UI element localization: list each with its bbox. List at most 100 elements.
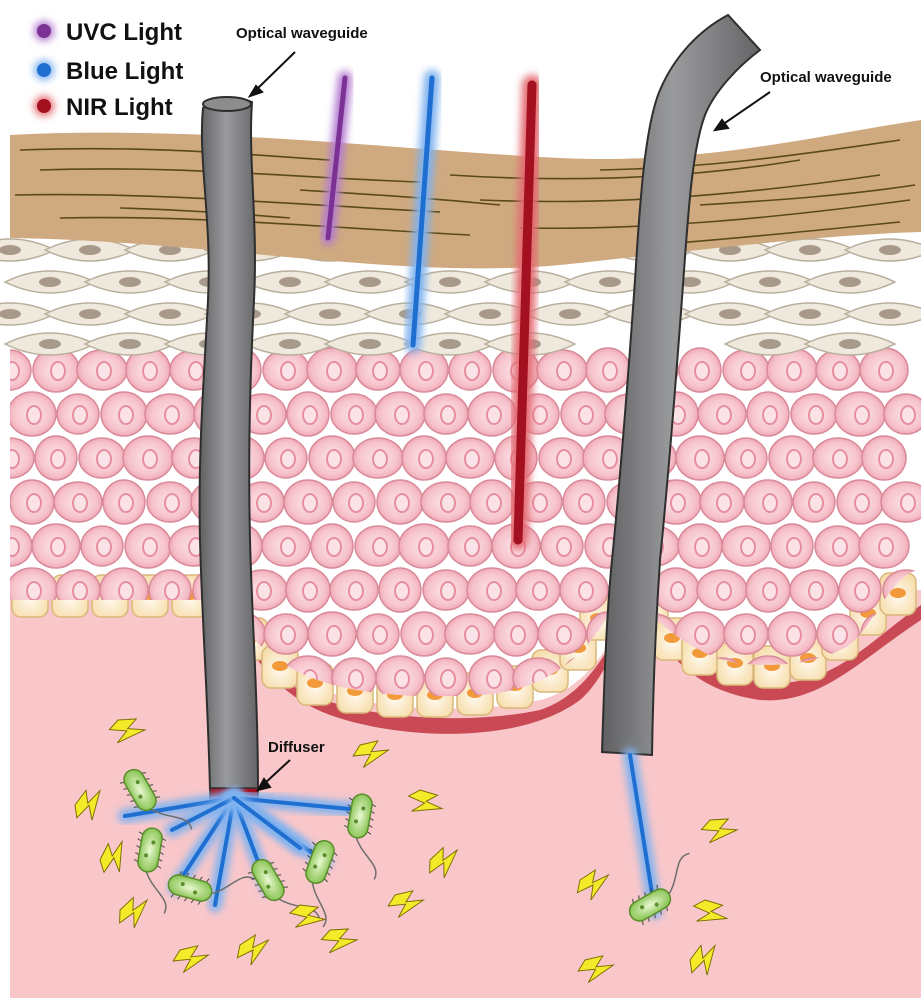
spinous-cell	[379, 568, 421, 612]
spinous-cell	[330, 570, 378, 610]
spinous-cell	[815, 526, 861, 566]
spinous-cell	[839, 568, 881, 612]
spinous-cell	[401, 612, 447, 656]
label-optical-waveguide-left: Optical waveguide	[236, 25, 368, 42]
legend-label-nir: NIR Light	[66, 94, 173, 121]
spinous-cell	[561, 392, 607, 436]
spinous-cell	[722, 526, 770, 566]
spinous-cell	[307, 348, 357, 392]
spinous-cell	[262, 526, 310, 566]
spinous-cell	[724, 614, 768, 654]
spinous-cell	[541, 526, 583, 566]
legend-label-uvc: UVC Light	[66, 19, 182, 46]
left-optical-waveguide	[200, 97, 258, 806]
nir-light-beam	[518, 85, 532, 540]
spinous-cell	[445, 614, 495, 654]
spinous-cell	[563, 480, 605, 524]
spinous-cell	[357, 614, 399, 654]
spinous-cell	[8, 392, 56, 436]
spinous-cell	[835, 392, 885, 436]
spinous-cell	[32, 524, 80, 568]
spinous-cell	[700, 482, 744, 522]
spinous-cell	[10, 480, 54, 524]
spinous-cell	[537, 350, 587, 390]
legend-item-nir: NIR Light	[34, 94, 173, 121]
spinous-cell	[538, 614, 586, 654]
spinous-cell	[813, 438, 863, 478]
spinous-cell	[837, 480, 883, 524]
spinous-cell	[678, 524, 722, 568]
spinous-cell	[355, 526, 401, 566]
spinous-cell	[286, 568, 330, 612]
spinous-cell	[467, 568, 517, 612]
spinous-cell	[375, 392, 425, 436]
spinous-cell	[309, 436, 355, 480]
spinous-cell	[468, 392, 516, 436]
spinous-cell	[790, 570, 838, 610]
spinous-cell	[423, 570, 469, 610]
spinous-cell	[125, 524, 171, 568]
spinous-cell	[771, 524, 813, 568]
spinous-cell	[516, 570, 560, 610]
spinous-cell	[265, 438, 307, 478]
spinous-cell	[311, 524, 353, 568]
spinous-cell	[264, 614, 308, 654]
spinous-cell	[145, 394, 195, 434]
spinous-cell	[744, 480, 792, 524]
spinous-cell	[79, 438, 125, 478]
spinous-cell	[331, 394, 377, 434]
spinous-cell	[77, 350, 127, 390]
spinous-cell	[123, 436, 173, 480]
spinous-cell	[356, 350, 400, 390]
spinous-cell	[103, 480, 145, 524]
legend: UVC Light Blue Light NIR Light	[34, 19, 183, 121]
spinous-cell	[147, 482, 193, 522]
spinous-cell	[723, 350, 769, 390]
spinous-cell	[470, 480, 514, 524]
spinous-cell	[747, 392, 789, 436]
spinous-cell	[816, 350, 860, 390]
spinous-cell	[448, 526, 492, 566]
spinous-cell	[676, 436, 724, 480]
spinous-cell	[586, 348, 630, 392]
spinous-cell	[560, 568, 608, 612]
spinous-cell	[698, 394, 746, 434]
spinous-cell	[884, 394, 921, 434]
spinous-cell	[446, 438, 494, 478]
spinous-cell	[449, 350, 491, 390]
spinous-cell	[881, 482, 921, 522]
spinous-cell	[539, 438, 585, 478]
spinous-cell	[746, 568, 790, 612]
spinous-cell	[35, 436, 77, 480]
spinous-cell	[376, 656, 424, 700]
spinous-cell	[425, 658, 467, 698]
spinous-cell	[494, 612, 538, 656]
spinous-cell	[793, 482, 835, 522]
spinous-cell	[862, 436, 906, 480]
spinous-cell	[399, 524, 449, 568]
spinous-cell	[308, 612, 356, 656]
spinous-cell	[859, 524, 909, 568]
spinous-cell	[768, 612, 816, 656]
legend-label-blue: Blue Light	[66, 58, 183, 85]
spinous-cell	[769, 436, 815, 480]
spinous-cell	[57, 394, 99, 434]
spinous-cell	[421, 482, 471, 522]
spinous-cell	[377, 480, 423, 524]
spinous-cell	[697, 570, 747, 610]
spinous-cell	[791, 394, 837, 434]
spinous-cell	[81, 526, 123, 566]
legend-item-blue: Blue Light	[34, 58, 183, 85]
spinous-cell	[101, 392, 147, 436]
label-diffuser: Diffuser	[268, 739, 325, 756]
spinous-cell	[263, 350, 309, 390]
spinous-cell	[424, 394, 468, 434]
spinous-cell	[860, 348, 908, 392]
spinous-cell	[402, 436, 446, 480]
spinous-cell	[679, 348, 721, 392]
spinous-cell	[353, 438, 403, 478]
legend-item-uvc: UVC Light	[34, 19, 182, 46]
spinous-cell	[284, 480, 332, 524]
label-optical-waveguide-right: Optical waveguide	[760, 69, 892, 86]
